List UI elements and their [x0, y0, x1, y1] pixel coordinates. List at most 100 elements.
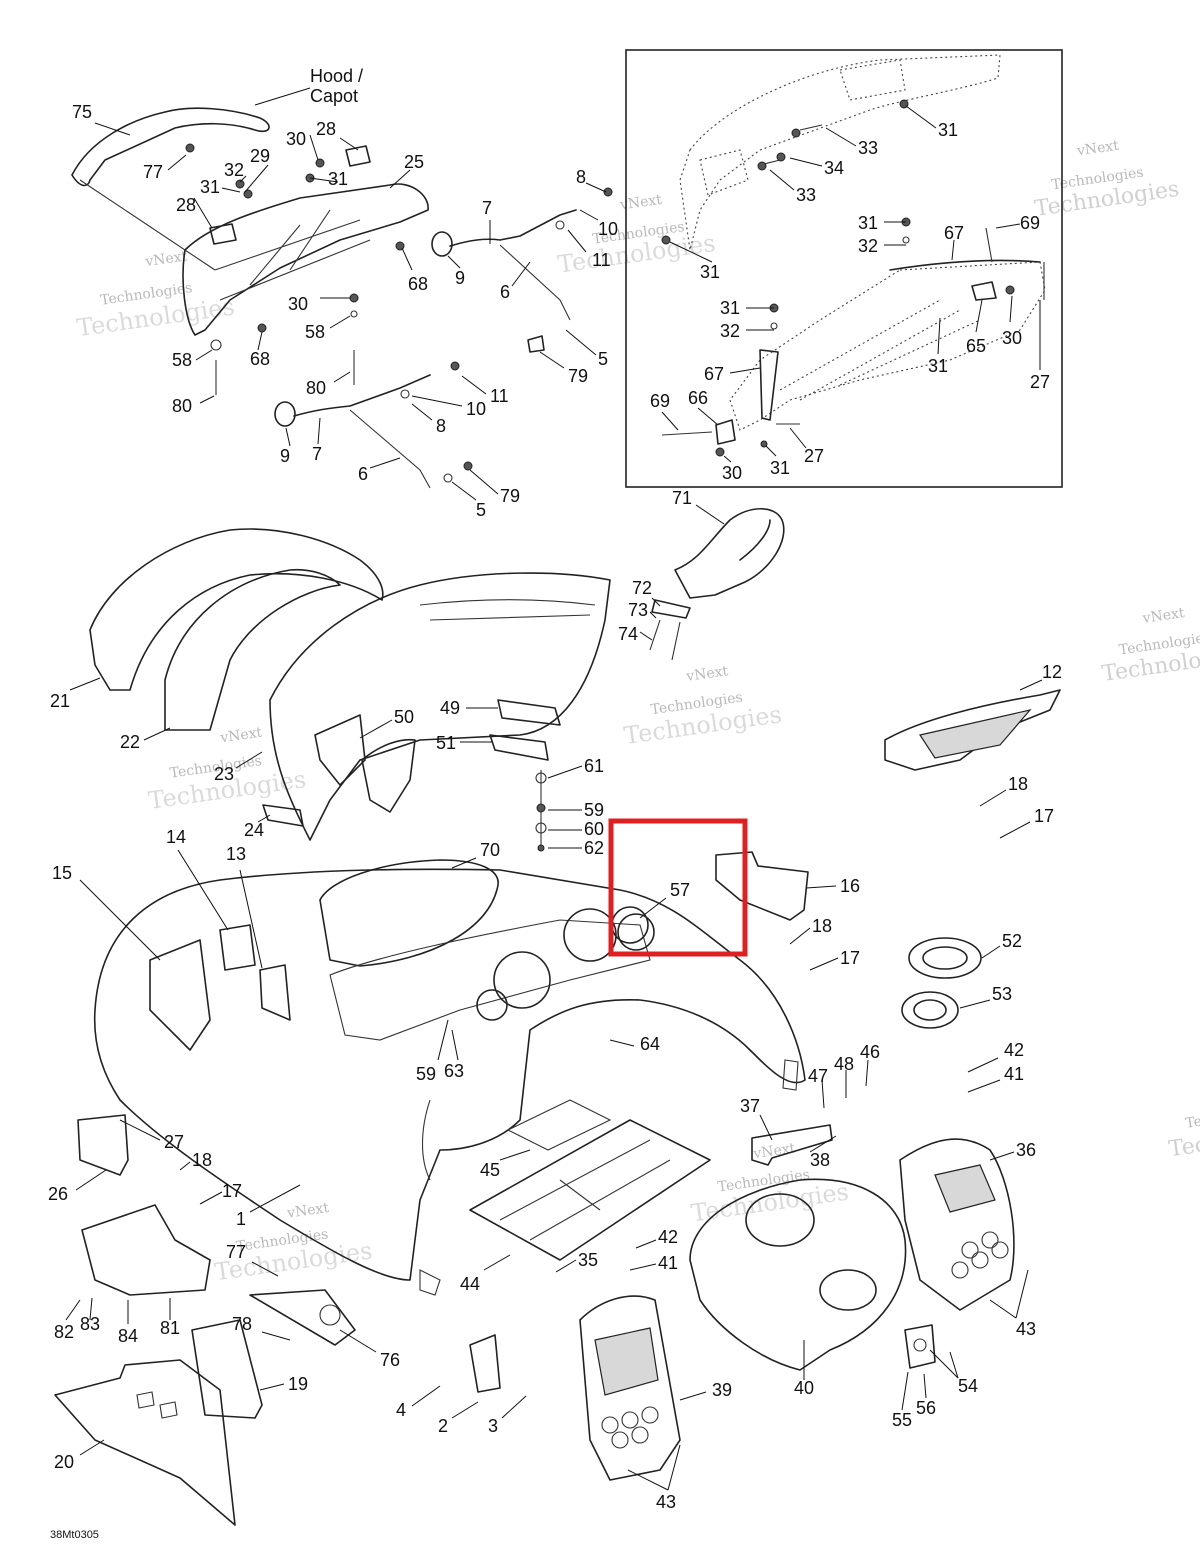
callout-label[interactable]: 7	[482, 198, 492, 218]
callout-label[interactable]: 68	[250, 349, 270, 369]
callout-label[interactable]: 41	[1004, 1064, 1024, 1084]
callout-label[interactable]: 24	[244, 820, 264, 840]
callout-label[interactable]: 28	[316, 119, 336, 139]
callout-label[interactable]: 31	[200, 177, 220, 197]
callout-label[interactable]: 19	[288, 1374, 308, 1394]
callout-label[interactable]: 31	[720, 298, 740, 318]
callout-label[interactable]: 48	[834, 1054, 854, 1074]
callout-label[interactable]: 84	[118, 1326, 138, 1346]
callout-label[interactable]: 75	[72, 102, 92, 122]
callout-label[interactable]: 31	[928, 356, 948, 376]
callout-label[interactable]: 39	[712, 1380, 732, 1400]
callout-label[interactable]: 43	[656, 1492, 676, 1512]
callout-label[interactable]: 66	[688, 388, 708, 408]
callout-label[interactable]: 29	[250, 146, 270, 166]
callout-label[interactable]: 9	[455, 268, 465, 288]
callout-label[interactable]: 45	[480, 1160, 500, 1180]
callout-label[interactable]: 68	[408, 274, 428, 294]
callout-label[interactable]: 22	[120, 732, 140, 752]
callout-label[interactable]: 12	[1042, 662, 1062, 682]
callout-label[interactable]: 62	[584, 838, 604, 858]
callout-label[interactable]: 60	[584, 819, 604, 839]
callout-label[interactable]: 32	[858, 236, 878, 256]
callout-label[interactable]: 70	[480, 840, 500, 860]
callout-label[interactable]: 76	[380, 1350, 400, 1370]
callout-label[interactable]: 23	[214, 764, 234, 784]
callout-label[interactable]: 61	[584, 756, 604, 776]
callout-label[interactable]: 33	[858, 138, 878, 158]
callout-label[interactable]: 20	[54, 1452, 74, 1472]
callout-label[interactable]: 53	[992, 984, 1012, 1004]
callout-label[interactable]: 31	[858, 213, 878, 233]
callout-label[interactable]: 25	[404, 152, 424, 172]
callout-label[interactable]: 15	[52, 863, 72, 883]
callout-label[interactable]: 5	[598, 349, 608, 369]
callout-label[interactable]: 73	[628, 600, 648, 620]
callout-label[interactable]: 42	[1004, 1040, 1024, 1060]
highlighted-callout-label[interactable]: 57	[670, 880, 690, 900]
callout-label[interactable]: 56	[916, 1398, 936, 1418]
callout-label[interactable]: 46	[860, 1042, 880, 1062]
callout-label[interactable]: 3	[488, 1416, 498, 1436]
callout-label[interactable]: 79	[500, 486, 520, 506]
callout-label[interactable]: 27	[804, 446, 824, 466]
callout-label[interactable]: 16	[840, 876, 860, 896]
callout-label[interactable]: 30	[722, 463, 742, 483]
callout-label[interactable]: 9	[280, 446, 290, 466]
callout-label[interactable]: 31	[938, 120, 958, 140]
callout-label[interactable]: 74	[618, 624, 638, 644]
callout-label[interactable]: 44	[460, 1274, 480, 1294]
callout-label[interactable]: 5	[476, 500, 486, 520]
callout-label[interactable]: 30	[286, 129, 306, 149]
callout-label[interactable]: 35	[578, 1250, 598, 1270]
callout-label[interactable]: 43	[1016, 1319, 1036, 1339]
callout-label[interactable]: 21	[50, 691, 70, 711]
callout-label[interactable]: 31	[700, 262, 720, 282]
callout-label[interactable]: 4	[396, 1400, 406, 1420]
callout-label[interactable]: 58	[305, 322, 325, 342]
callout-label[interactable]: 31	[770, 458, 790, 478]
callout-label[interactable]: 41	[658, 1253, 678, 1273]
callout-label[interactable]: 77	[143, 162, 163, 182]
callout-label[interactable]: 47	[808, 1066, 828, 1086]
callout-label[interactable]: 83	[80, 1314, 100, 1334]
callout-label[interactable]: 18	[812, 916, 832, 936]
callout-label[interactable]: 37	[740, 1096, 760, 1116]
callout-label[interactable]: 17	[840, 948, 860, 968]
callout-label[interactable]: 18	[192, 1150, 212, 1170]
callout-label[interactable]: 67	[704, 364, 724, 384]
callout-label[interactable]: 78	[232, 1314, 252, 1334]
callout-label[interactable]: 33	[796, 185, 816, 205]
callout-label[interactable]: 6	[500, 282, 510, 302]
callout-label[interactable]: 71	[672, 488, 692, 508]
callout-label[interactable]: 51	[436, 733, 456, 753]
callout-label[interactable]: 36	[1016, 1140, 1036, 1160]
callout-label[interactable]: 11	[592, 250, 611, 270]
callout-label[interactable]: 40	[794, 1378, 814, 1398]
callout-label[interactable]: 2	[438, 1416, 448, 1436]
callout-label[interactable]: 82	[54, 1322, 74, 1342]
callout-label[interactable]: 50	[394, 707, 414, 727]
callout-label[interactable]: 34	[824, 158, 844, 178]
callout-label[interactable]: 65	[966, 336, 986, 356]
callout-label[interactable]: 80	[306, 378, 326, 398]
callout-label[interactable]: 10	[598, 219, 618, 239]
callout-label[interactable]: 11	[490, 386, 509, 406]
callout-label[interactable]: 28	[176, 195, 196, 215]
callout-label[interactable]: 14	[166, 827, 186, 847]
callout-label[interactable]: 8	[576, 167, 586, 187]
callout-label[interactable]: 7	[312, 444, 322, 464]
callout-label[interactable]: 67	[944, 223, 964, 243]
callout-label[interactable]: 30	[288, 294, 308, 314]
callout-label[interactable]: 80	[172, 396, 192, 416]
callout-label[interactable]: 72	[632, 578, 652, 598]
callout-label[interactable]: 1	[236, 1209, 246, 1229]
callout-label[interactable]: 10	[466, 399, 486, 419]
callout-label[interactable]: 30	[1002, 328, 1022, 348]
callout-label[interactable]: 54	[958, 1376, 978, 1396]
callout-label[interactable]: 31	[328, 169, 348, 189]
callout-label[interactable]: 17	[1034, 806, 1054, 826]
callout-label[interactable]: 38	[810, 1150, 830, 1170]
callout-label[interactable]: 64	[640, 1034, 660, 1054]
callout-label[interactable]: 52	[1002, 931, 1022, 951]
